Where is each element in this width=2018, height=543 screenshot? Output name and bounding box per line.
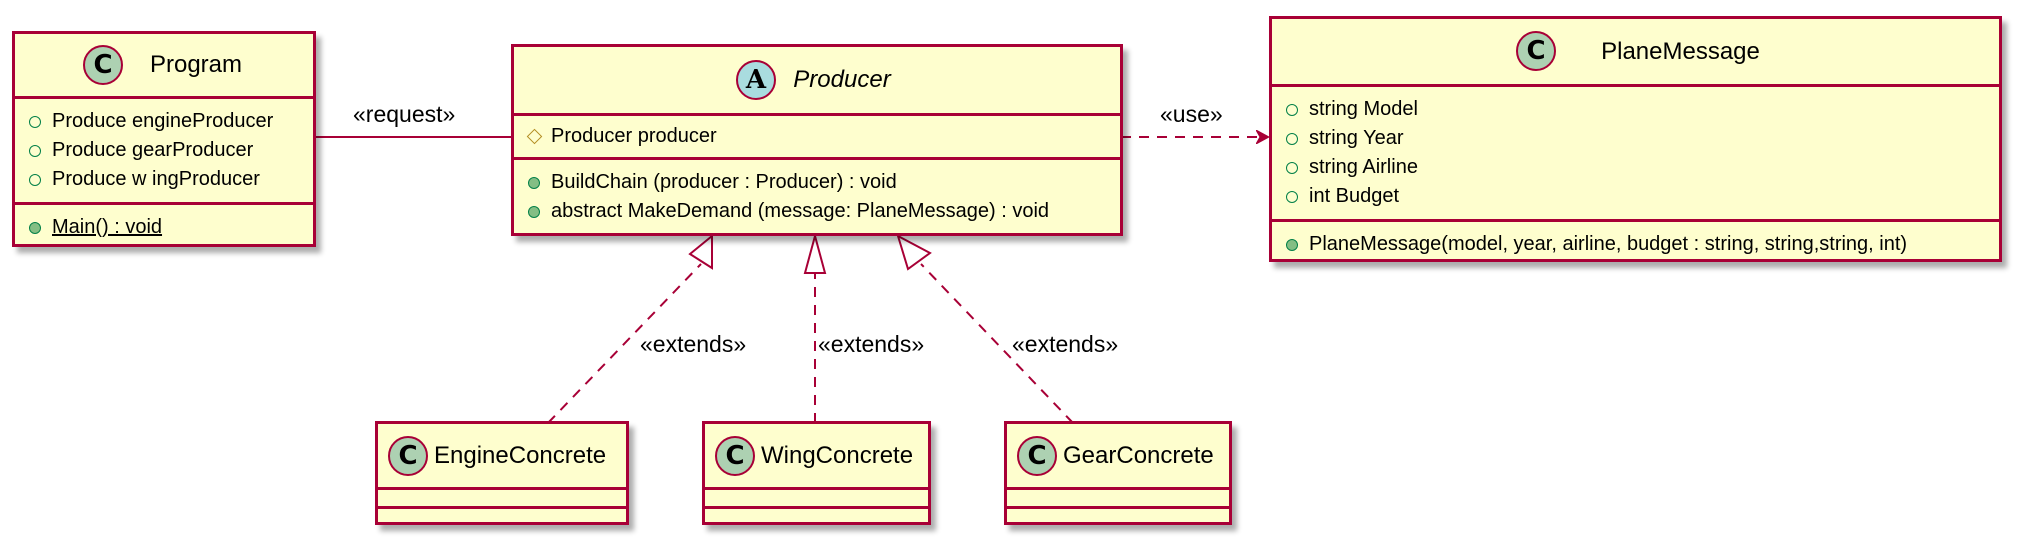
field-row: Producer producer	[526, 122, 1120, 151]
abstract-badge-icon: A	[736, 60, 776, 100]
field-text: Produce engineProducer	[52, 110, 274, 132]
wing-concrete-class[interactable]: C WingConcrete	[702, 421, 931, 525]
plane-message-fields: string Model string Year string Airline …	[1272, 87, 1999, 222]
gear-concrete-fields	[1007, 490, 1229, 509]
method-row: Main() : void	[29, 213, 313, 242]
public-field-icon	[1286, 161, 1298, 174]
gear-concrete-class-name: GearConcrete	[1063, 441, 1214, 469]
producer-methods: BuildChain (producer : Producer) : void …	[514, 160, 1120, 234]
class-badge-icon: C	[1516, 31, 1556, 71]
field-text: Produce gearProducer	[52, 139, 254, 161]
field-row: Produce gearProducer	[29, 136, 313, 165]
plane-message-methods: PlaneMessage(model, year, airline, budge…	[1272, 222, 1999, 267]
public-method-icon	[1286, 238, 1298, 251]
class-badge-icon: C	[1017, 435, 1057, 476]
method-row: PlaneMessage(model, year, airline, budge…	[1286, 230, 1999, 259]
wing-concrete-fields	[705, 490, 928, 509]
producer-fields: Producer producer	[514, 116, 1120, 160]
engine-concrete-class-header: C EngineConcrete	[378, 424, 626, 490]
extends-gear-line	[920, 263, 1074, 424]
extends-engine-label: «extends»	[640, 331, 747, 357]
extends-engine-arrowhead	[688, 233, 713, 270]
public-method-icon	[29, 221, 41, 234]
public-field-icon	[1286, 132, 1298, 145]
public-field-icon	[1286, 190, 1298, 203]
field-text: string Airline	[1309, 156, 1418, 178]
method-text: BuildChain (producer : Producer) : void	[551, 171, 897, 193]
gear-concrete-class[interactable]: C GearConcrete	[1004, 421, 1232, 525]
field-row: int Budget	[1286, 182, 1999, 211]
method-row: BuildChain (producer : Producer) : void	[528, 168, 1120, 197]
field-row: string Model	[1286, 95, 1999, 124]
gear-concrete-class-header: C GearConcrete	[1007, 424, 1229, 490]
protected-field-icon	[526, 128, 543, 145]
producer-class-name: Producer	[793, 66, 891, 93]
engine-concrete-methods	[378, 509, 626, 525]
gear-concrete-methods	[1007, 509, 1229, 525]
wing-concrete-methods	[705, 509, 928, 525]
public-method-icon	[528, 176, 540, 189]
extends-gear-arrowhead	[896, 233, 932, 271]
field-text: string Year	[1309, 127, 1404, 149]
producer-class-header: A Producer	[514, 47, 1120, 116]
plane-message-class-name: PlaneMessage	[1601, 37, 1760, 65]
method-row: abstract MakeDemand (message: PlaneMessa…	[528, 197, 1120, 226]
program-class-name: Program	[149, 51, 243, 78]
extends-gear-label: «extends»	[1012, 331, 1119, 357]
field-row: string Airline	[1286, 153, 1999, 182]
field-text: int Budget	[1309, 185, 1400, 207]
producer-class[interactable]: A Producer Producer producer BuildChain …	[511, 44, 1123, 236]
public-field-icon	[29, 115, 41, 128]
extends-wing-arrowhead	[803, 232, 827, 274]
class-badge-icon: C	[388, 435, 428, 476]
public-field-icon	[29, 173, 41, 186]
field-row: Produce engineProducer	[29, 107, 313, 136]
plane-message-class[interactable]: C PlaneMessage string Model string Year …	[1269, 16, 2002, 262]
extends-engine-line	[547, 263, 702, 424]
field-row: Produce w ingProducer	[29, 165, 313, 194]
class-badge-icon: C	[715, 435, 755, 476]
field-text: Produce w ingProducer	[52, 168, 260, 190]
field-text: Producer producer	[551, 125, 717, 147]
wing-concrete-class-name: WingConcrete	[761, 441, 914, 469]
extends-wing-label: «extends»	[818, 331, 925, 357]
engine-concrete-class-name: EngineConcrete	[434, 441, 607, 469]
program-fields: Produce engineProducer Produce gearProdu…	[15, 99, 313, 205]
program-class-header: C Program	[15, 34, 313, 99]
request-label: «request»	[353, 101, 456, 127]
field-text: string Model	[1309, 98, 1418, 120]
public-field-icon	[29, 144, 41, 157]
public-method-icon	[528, 205, 540, 218]
method-text: Main() : void	[52, 216, 163, 238]
wing-concrete-class-header: C WingConcrete	[705, 424, 928, 490]
program-methods: Main() : void	[15, 205, 313, 250]
engine-concrete-class[interactable]: C EngineConcrete	[375, 421, 629, 525]
program-class[interactable]: C Program Produce engineProducer Produce…	[12, 31, 316, 247]
use-label: «use»	[1160, 101, 1223, 127]
plane-message-class-header: C PlaneMessage	[1272, 19, 1999, 87]
method-text: abstract MakeDemand (message: PlaneMessa…	[551, 200, 1050, 222]
method-text: PlaneMessage(model, year, airline, budge…	[1309, 233, 1908, 255]
engine-concrete-fields	[378, 490, 626, 509]
class-badge-icon: C	[83, 45, 123, 85]
field-row: string Year	[1286, 124, 1999, 153]
public-field-icon	[1286, 103, 1298, 116]
